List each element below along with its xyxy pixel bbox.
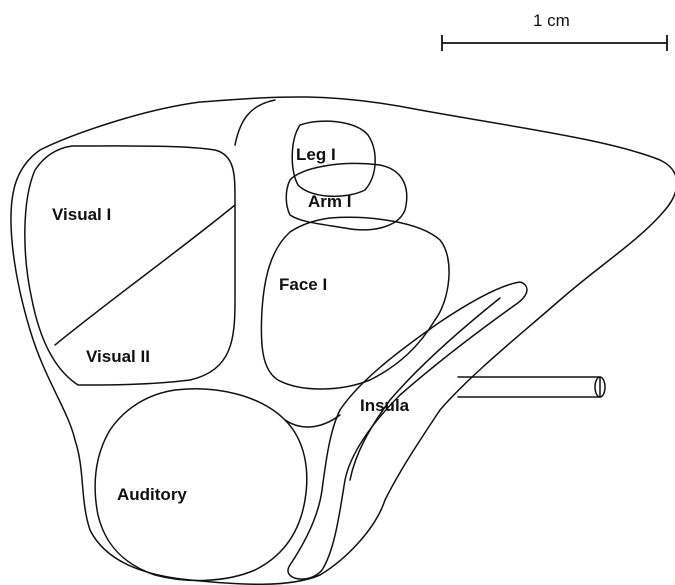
label-visual-1: Visual I [52, 205, 111, 224]
face-1-region [261, 217, 449, 389]
sulcus-line-upper [235, 100, 275, 145]
label-visual-2: Visual II [86, 347, 150, 366]
scale-bar: 1 cm [442, 11, 667, 51]
label-leg-1: Leg I [296, 145, 336, 164]
label-arm-1: Arm I [308, 192, 351, 211]
cortex-outline [11, 97, 675, 584]
label-auditory: Auditory [117, 485, 187, 504]
label-face-1: Face I [279, 275, 327, 294]
visual-divider-line [55, 205, 235, 345]
sulcus-line-middle [285, 415, 340, 427]
insula-inner-line [350, 298, 500, 480]
label-insula: Insula [360, 396, 410, 415]
insula-region [288, 282, 527, 579]
scale-bar-label: 1 cm [533, 11, 570, 30]
probe-rod [458, 377, 605, 397]
